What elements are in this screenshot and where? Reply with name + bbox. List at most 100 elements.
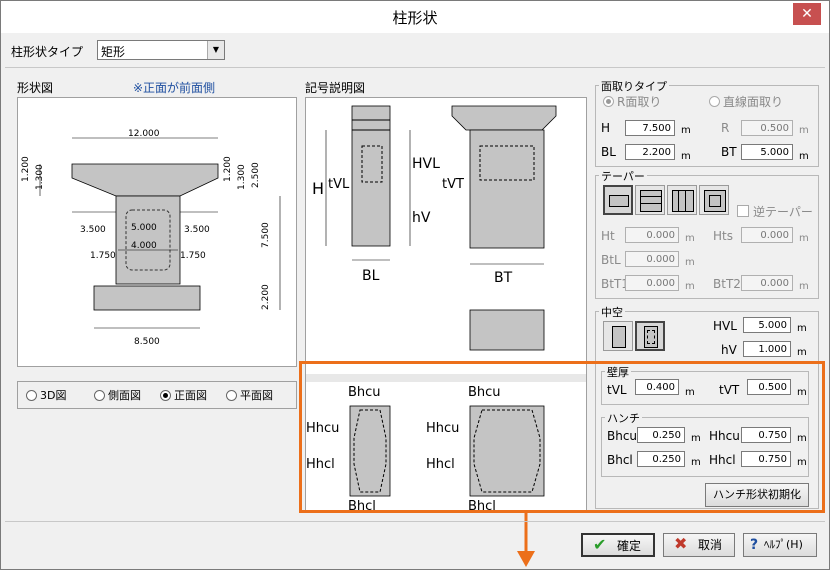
chamfer-r-radio[interactable]	[603, 96, 614, 107]
cancel-x-icon: ✖	[674, 534, 688, 553]
check-icon: ✔	[593, 535, 607, 554]
view-front-label[interactable]: 正面図	[174, 389, 207, 402]
front-note: ※正面が前面側	[133, 81, 216, 95]
taper-BtT2-input[interactable]: 0.000	[741, 275, 793, 291]
view-3d-label[interactable]: 3D図	[40, 389, 67, 402]
ok-label: 確定	[617, 539, 642, 553]
dim-300-right: 1.300	[237, 164, 247, 190]
chamfer-BL-label: BL	[601, 145, 616, 159]
taper-Hts-input[interactable]: 0.000	[741, 227, 793, 243]
chamfer-r-label[interactable]: R面取り	[617, 95, 662, 109]
cancel-label: 取消	[698, 538, 723, 552]
taper-BtL-label: BtL	[601, 253, 621, 267]
unit-m: m	[797, 387, 807, 398]
wall-title: 壁厚	[605, 364, 631, 380]
divider	[5, 67, 825, 68]
window-title: 柱形状	[392, 9, 438, 27]
dim-top-width: 12.000	[128, 129, 160, 139]
taper-BtT1-label: BtT1	[601, 277, 629, 291]
column-type-select[interactable]: 矩形 ▼	[97, 40, 225, 60]
dim-2500: 2.500	[251, 162, 261, 188]
haunch-Hhcl-label: Hhcl	[709, 453, 736, 467]
unit-m: m	[799, 125, 809, 136]
view-3d-radio[interactable]	[26, 390, 37, 401]
hollow-HVL-input[interactable]: 5.000	[743, 317, 791, 333]
chevron-down-icon[interactable]: ▼	[207, 41, 224, 59]
help-button[interactable]: ? ﾍﾙﾌﾟ(H)	[743, 533, 817, 557]
solid-section-icon[interactable]	[603, 321, 633, 351]
view-plan-label[interactable]: 平面図	[240, 389, 273, 402]
view-selector: 3D図 側面図 正面図 平面図	[17, 381, 297, 409]
label-BL: BL	[362, 268, 380, 284]
ok-button[interactable]: ✔ 確定	[581, 533, 655, 557]
taper-group	[595, 175, 819, 299]
shape-drawing: 12.000 3.500 3.500 5.000 4.000 1.750 1.7…	[21, 129, 281, 347]
reverse-taper-label[interactable]: 逆テーパー	[753, 205, 813, 219]
label-BT: BT	[494, 270, 513, 286]
symbol-panel-title: 記号説明図	[305, 81, 366, 95]
taper-none-icon[interactable]	[603, 185, 633, 215]
taper-lateral-icon[interactable]	[635, 185, 665, 215]
haunch-Bhcu-label: Bhcu	[607, 429, 638, 443]
hollow-title: 中空	[599, 304, 625, 320]
haunch-Hhcl-input[interactable]: 0.750	[741, 451, 791, 467]
haunch-Bhcu-input[interactable]: 0.250	[637, 427, 685, 443]
dim-7500: 7.500	[261, 222, 271, 248]
unit-m: m	[799, 281, 809, 292]
haunch-reset-button[interactable]: ハンチ形状初期化	[705, 483, 809, 507]
view-side-radio[interactable]	[94, 390, 105, 401]
chamfer-H-input[interactable]: 7.500	[625, 120, 675, 136]
hollow-HVL-label: HVL	[713, 319, 737, 333]
view-plan-radio[interactable]	[226, 390, 237, 401]
chamfer-H-label: H	[601, 121, 611, 135]
haunch-Bhcl-input[interactable]: 0.250	[637, 451, 685, 467]
symbol-diagram: H tVL HVL hV BL tVT BT Bhcu Hhcu Hhcl	[305, 97, 587, 514]
dim-5000: 5.000	[131, 223, 157, 233]
unit-m: m	[797, 323, 807, 334]
wall-group	[601, 371, 809, 405]
view-front-radio[interactable]	[160, 390, 171, 401]
taper-BtT2-label: BtT2	[713, 277, 741, 291]
haunch-title: ハンチ	[605, 410, 642, 426]
label-HVL: HVL	[412, 156, 440, 172]
chamfer-line-radio[interactable]	[709, 96, 720, 107]
hollow-section-icon[interactable]	[635, 321, 665, 351]
taper-BtT1-input[interactable]: 0.000	[625, 275, 679, 291]
hollow-hV-input[interactable]: 1.000	[743, 341, 791, 357]
cap-shape	[71, 163, 219, 197]
cancel-button[interactable]: ✖ 取消	[663, 533, 735, 557]
view-side-label[interactable]: 側面図	[108, 389, 141, 402]
dim-4000: 4.000	[131, 241, 157, 251]
unit-m: m	[691, 433, 701, 444]
taper-vertical-icon[interactable]	[667, 185, 697, 215]
dim-8500: 8.500	[134, 337, 160, 347]
highlight-box	[299, 361, 825, 513]
taper-Ht-input[interactable]: 0.000	[625, 227, 679, 243]
label-Hhcl-2: Hhcl	[426, 457, 455, 472]
chamfer-R-label: R	[721, 121, 730, 135]
title-bar: 柱形状 ✕	[1, 1, 829, 33]
chamfer-line-label[interactable]: 直線面取り	[723, 95, 784, 109]
wall-tVT-input[interactable]: 0.500	[747, 379, 791, 395]
column-type-label: 柱形状タイプ	[11, 45, 84, 59]
unit-m: m	[681, 151, 691, 162]
unit-m: m	[685, 257, 695, 268]
footing-shape	[93, 285, 201, 311]
unit-m: m	[681, 125, 691, 136]
divider	[5, 521, 825, 522]
chamfer-R-input[interactable]: 0.500	[741, 120, 793, 136]
dim-3500-left: 3.500	[80, 225, 106, 235]
reverse-taper-checkbox[interactable]	[737, 205, 749, 217]
taper-BtL-input[interactable]: 0.000	[625, 251, 679, 267]
taper-both-icon[interactable]	[699, 185, 729, 215]
haunch-Hhcu-input[interactable]: 0.750	[741, 427, 791, 443]
dim-1200-right: 1.200	[223, 156, 233, 182]
close-button[interactable]: ✕	[793, 3, 821, 25]
shape-diagram: 12.000 3.500 3.500 5.000 4.000 1.750 1.7…	[17, 97, 297, 367]
chamfer-BL-input[interactable]: 2.200	[625, 144, 675, 160]
chamfer-group	[595, 85, 819, 167]
shape-panel-title: 形状図	[17, 81, 54, 95]
chamfer-BT-input[interactable]: 5.000	[741, 144, 793, 160]
wall-tVL-input[interactable]: 0.400	[635, 379, 679, 395]
hollow-group	[595, 311, 819, 509]
